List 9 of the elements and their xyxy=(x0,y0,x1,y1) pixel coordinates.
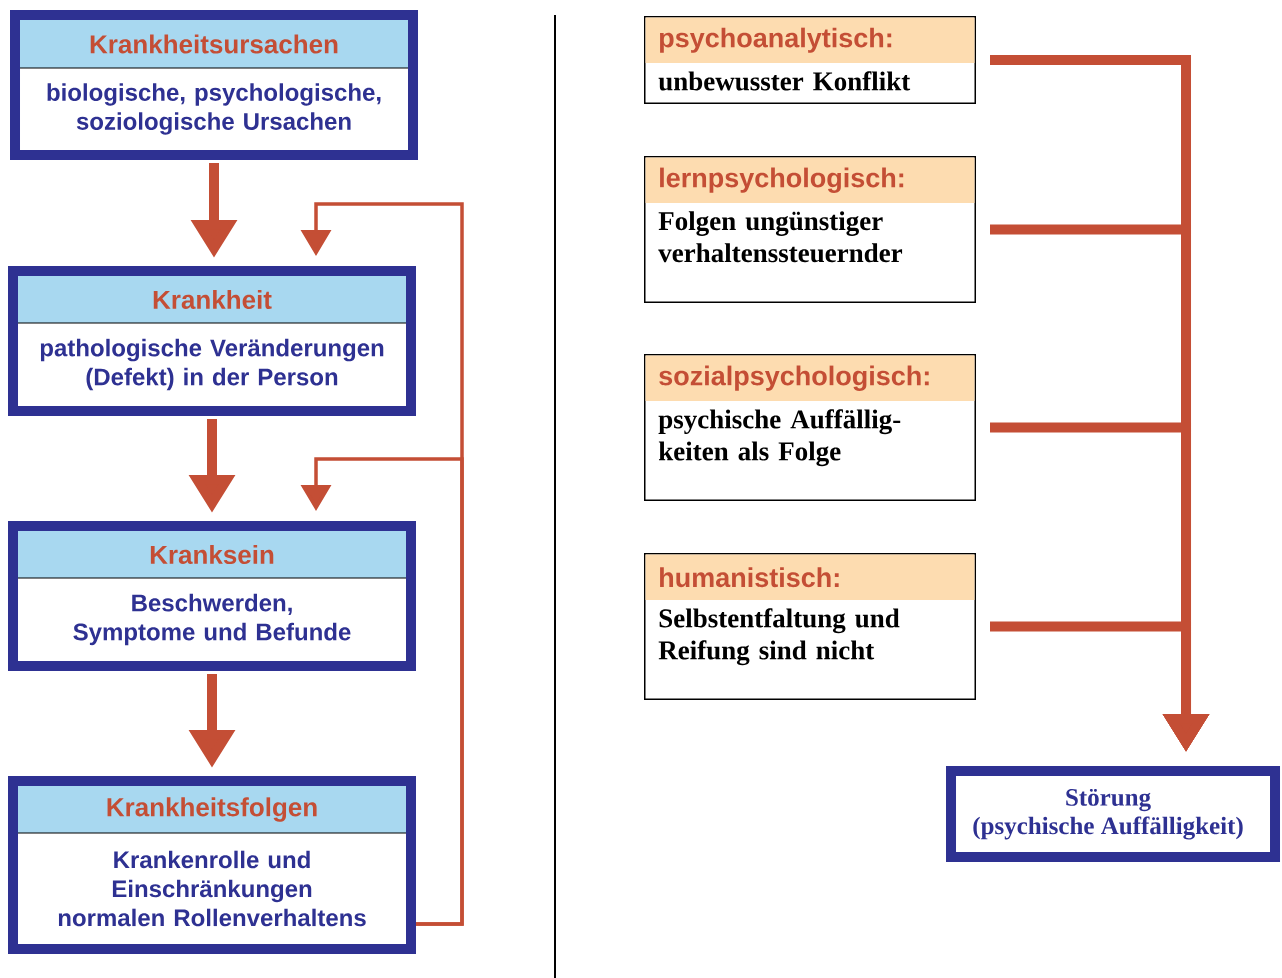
theory-box: psychoanalytisch: unbewusster Konflikt xyxy=(644,16,976,104)
process-box: Krankheitsursachen biologische, psychologische, soziologische Ursachen xyxy=(10,10,418,160)
result-box: Störung (psychische Auffälligkeit) xyxy=(946,766,1280,862)
process-box: Kranksein Beschwerden, Symptome und Befunde xyxy=(8,521,416,671)
theory-box: lernpsychologisch: Folgen ungünstiger verhaltenssteuernder xyxy=(644,156,976,303)
theory-box: sozialpsychologisch: psychische Auffällig- keiten als Folge xyxy=(644,354,976,501)
process-box: Krankheit pathologische Veränderungen (Defekt) in der Person xyxy=(8,266,416,416)
process-box: Krankheitsfolgen Krankenrolle und Einschränkungen normalen Rollenverhaltens xyxy=(8,776,416,954)
theory-box: humanistisch: Selbstentfaltung und Reifung sind nicht xyxy=(644,553,976,700)
